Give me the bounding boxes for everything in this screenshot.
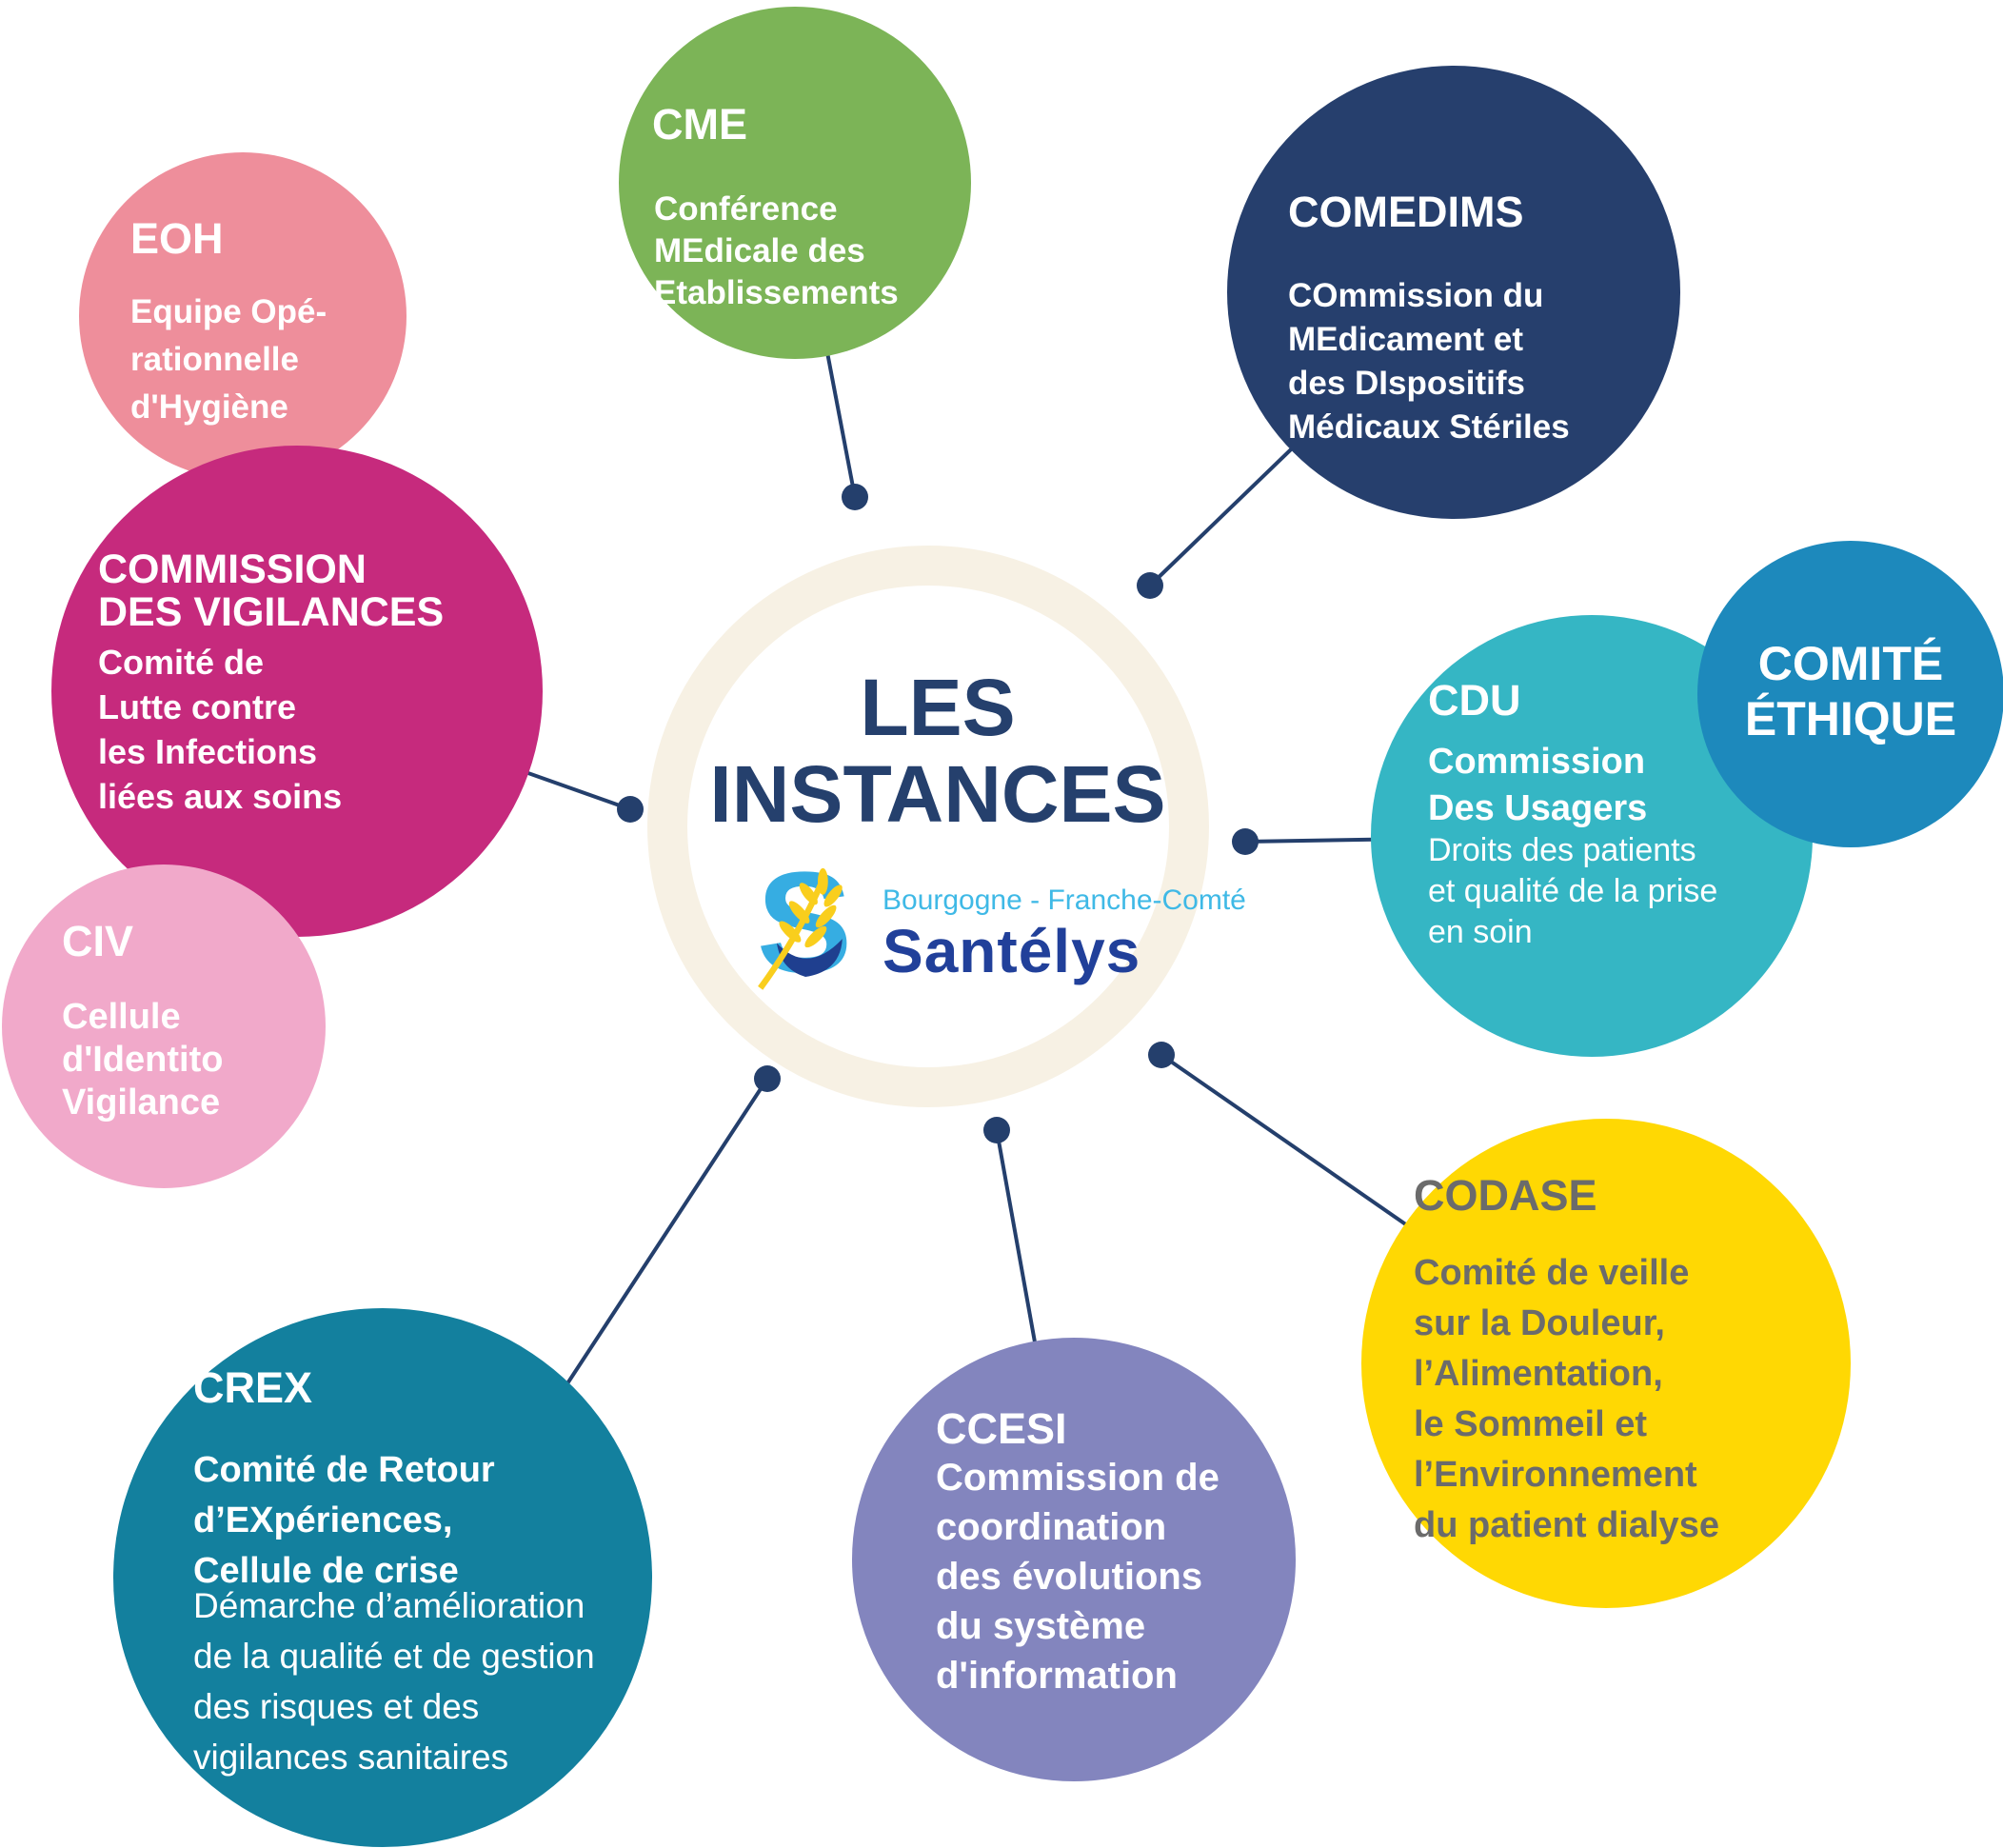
circle-cdu-subtitle-line: Des Usagers [1428, 788, 1648, 828]
center-title: LES INSTANCES [643, 665, 1233, 838]
connector-dot-crex [754, 1065, 781, 1092]
connector-dots [617, 484, 1259, 1143]
circle-crex-desc-line: Démarche d’amélioration [193, 1586, 585, 1625]
circle-comedims-desc-line: COmmission du [1288, 277, 1544, 314]
circle-ccesi-desc-line: Commission de [936, 1457, 1220, 1499]
circle-vigilances-desc: Comité de Lutte contre les Infections li… [98, 640, 342, 819]
circle-ccesi-desc-line: d'information [936, 1655, 1178, 1697]
circle-crex-subtitle-line: d’EXpériences, [193, 1500, 453, 1540]
logo-brand-label: Santélys [883, 917, 1141, 985]
circle-comedims: COMEDIMS COmmission du MEdicament et des… [1227, 66, 1680, 519]
circle-cdu-desc-line: en soin [1428, 914, 1533, 950]
santelys-logo-text: Bourgogne - Franche-Comté Santélys [883, 884, 1246, 984]
circle-codase-desc: Comité de veille sur la Douleur, l’Alime… [1414, 1248, 1719, 1551]
circle-crex-desc-line: de la qualité et de gestion [193, 1637, 595, 1676]
circle-cdu-subtitle-line: Commission [1428, 742, 1646, 782]
circle-crex-desc-line: des risques et des [193, 1687, 480, 1726]
circle-eoh-abbr: EOH [130, 214, 224, 263]
circle-crex-subtitle-line: Comité de Retour [193, 1450, 495, 1490]
connector-dot-ccesi [983, 1117, 1010, 1143]
circle-cme-desc-line: Conférence [654, 190, 838, 228]
center-ring [647, 546, 1209, 1107]
circle-ethique-title-line: COMITÉ [1757, 637, 1944, 690]
connector-dot-vigilances [617, 796, 644, 823]
circle-codase-abbr: CODASE [1414, 1171, 1597, 1220]
circle-cdu-desc-line: Droits des patients [1428, 832, 1696, 868]
circle-codase: CODASE Comité de veille sur la Douleur, … [1361, 1119, 1851, 1608]
circle-ccesi-desc-line: coordination [936, 1506, 1167, 1548]
circle-civ: CIV Cellule d'Identito Vigilance [2, 864, 326, 1188]
circle-cdu-subtitle: Commission Des Usagers [1428, 739, 1647, 832]
circle-vigilances-desc-line: liées aux soins [98, 777, 343, 816]
circle-cme-desc: Conférence MEdicale des Etablissements [654, 189, 899, 314]
connector-dot-comedims [1137, 572, 1163, 599]
circle-ethique-title-line: ÉTHIQUE [1744, 692, 1957, 745]
santelys-monogram-icon: S [757, 857, 853, 990]
circle-codase-desc-line: l’Alimentation, [1414, 1354, 1663, 1394]
circle-crex-desc: Démarche d’amélioration de la qualité et… [193, 1580, 595, 1782]
circle-civ-desc: Cellule d'Identito Vigilance [62, 996, 223, 1124]
circle-vigilances-desc-line: Comité de [98, 643, 265, 682]
circle-comedims-desc: COmmission du MEdicament et des DIsposit… [1288, 274, 1570, 449]
circle-comedims-desc-line: Médicaux Stériles [1288, 408, 1570, 446]
circle-crex: CREX Comité de Retour d’EXpériences, Cel… [113, 1308, 652, 1847]
center-title-line2: INSTANCES [709, 749, 1166, 839]
circle-ccesi: CCESI Commission de coordination des évo… [852, 1338, 1296, 1781]
circle-codase-desc-line: le Sommeil et [1414, 1404, 1647, 1444]
circle-crex-abbr: CREX [193, 1363, 313, 1412]
santelys-logo: S Bourgogne - Franche-Comté Santélys [738, 857, 1246, 995]
circle-ethique-title: COMITÉ ÉTHIQUE [1697, 636, 2003, 746]
circle-vigilances-desc-line: Lutte contre [98, 687, 297, 726]
circle-cme: CME Conférence MEdicale des Etablissemen… [619, 7, 971, 359]
wheat-icon [758, 867, 843, 990]
circle-eoh-desc-line: rationnelle [130, 341, 299, 378]
circle-comedims-abbr: COMEDIMS [1288, 188, 1524, 236]
circle-vigilances-title: COMMISSION DES VIGILANCES [98, 548, 444, 634]
circle-comedims-desc-line: MEdicament et [1288, 321, 1523, 358]
circle-eoh-desc-line: d'Hygiène [130, 388, 288, 426]
circle-cme-abbr: CME [652, 100, 747, 149]
logo-region-label: Bourgogne - Franche-Comté [883, 884, 1246, 916]
circle-cdu-desc-line: et qualité de la prise [1428, 873, 1718, 909]
circle-civ-desc-line: Vigilance [62, 1083, 221, 1123]
circle-civ-desc-line: d'Identito [62, 1040, 224, 1080]
circle-commission-des-vigilances: COMMISSION DES VIGILANCES Comité de Lutt… [51, 446, 543, 937]
circle-crex-subtitle-line: Cellule de crise [193, 1551, 459, 1591]
circle-codase-desc-line: l’Environnement [1414, 1455, 1697, 1495]
circle-codase-desc-line: du patient dialyse [1414, 1505, 1719, 1545]
connector-dot-codase [1148, 1042, 1175, 1068]
circle-crex-subtitle: Comité de Retour d’EXpériences, Cellule … [193, 1445, 495, 1597]
circle-ccesi-desc: Commission de coordination des évolution… [936, 1453, 1220, 1700]
circle-cme-desc-line: MEdicale des [654, 232, 865, 269]
circle-comite-ethique: COMITÉ ÉTHIQUE [1697, 541, 2003, 847]
circle-codase-desc-line: sur la Douleur, [1414, 1303, 1665, 1343]
center-title-line1: LES [860, 663, 1016, 752]
circle-cme-desc-line: Etablissements [654, 274, 899, 311]
circle-comedims-desc-line: des DIspositifs [1288, 365, 1525, 402]
circle-civ-desc-line: Cellule [62, 997, 181, 1037]
circle-ccesi-desc-line: des évolutions [936, 1556, 1203, 1598]
circle-vigilances-title-line: DES VIGILANCES [98, 589, 445, 635]
circle-crex-desc-line: vigilances sanitaires [193, 1738, 509, 1777]
circle-civ-abbr: CIV [62, 917, 134, 965]
circle-cdu-desc: Droits des patients et qualité de la pri… [1428, 830, 1717, 953]
circle-cdu-abbr: CDU [1428, 676, 1521, 725]
circle-ccesi-abbr: CCESI [936, 1404, 1067, 1453]
connector-dot-cme [842, 484, 868, 510]
circle-ccesi-desc-line: du système [936, 1605, 1146, 1647]
circle-codase-desc-line: Comité de veille [1414, 1253, 1690, 1293]
circle-vigilances-title-line: COMMISSION [98, 546, 367, 592]
circle-eoh-desc-line: Equipe Opé- [130, 293, 327, 330]
circle-eoh-desc: Equipe Opé- rationnelle d'Hygiène [130, 288, 327, 431]
connector-dot-cdu [1232, 828, 1259, 855]
circle-vigilances-desc-line: les Infections [98, 732, 318, 771]
circle-eoh: EOH Equipe Opé- rationnelle d'Hygiène [79, 152, 407, 480]
